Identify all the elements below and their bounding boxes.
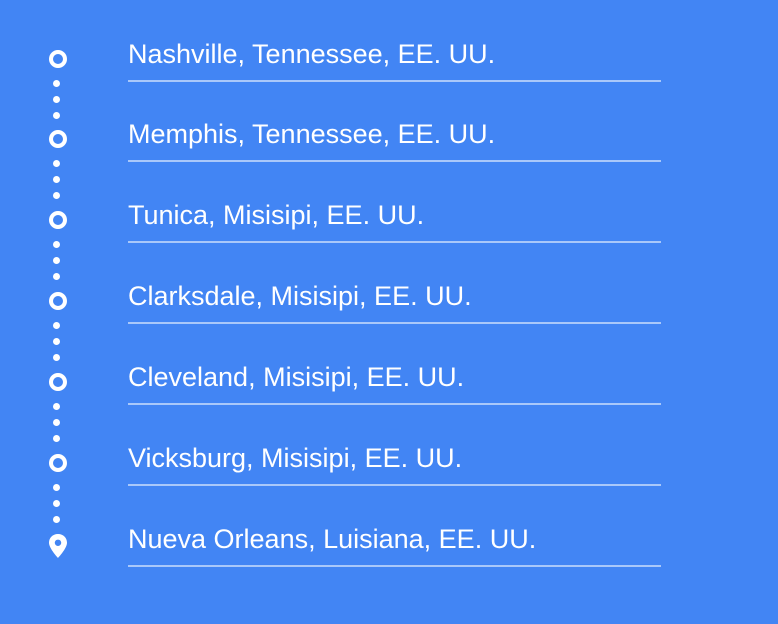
route-stop[interactable]: Cleveland, Misisipi, EE. UU.: [0, 362, 778, 451]
connector-dot: [53, 435, 60, 442]
stop-label: Cleveland, Misisipi, EE. UU.: [128, 362, 465, 392]
route-stop[interactable]: Tunica, Misisipi, EE. UU.: [0, 200, 778, 289]
connector-dot: [53, 322, 60, 329]
destination-pin-icon: [47, 533, 69, 558]
connector-dot: [53, 419, 60, 426]
stop-label: Tunica, Misisipi, EE. UU.: [128, 200, 425, 230]
stop-label: Nueva Orleans, Luisiana, EE. UU.: [128, 524, 537, 554]
waypoint-circle-icon: [47, 290, 69, 312]
connector-dot: [53, 257, 60, 264]
stop-label: Vicksburg, Misisipi, EE. UU.: [128, 443, 463, 473]
waypoint-circle-icon: [47, 371, 69, 393]
connector-dot: [53, 354, 60, 361]
route-stop[interactable]: Memphis, Tennessee, EE. UU.: [0, 119, 778, 208]
connector-dot: [53, 160, 60, 167]
connector-dot: [53, 80, 60, 87]
connector-dot: [53, 192, 60, 199]
connector-dot: [53, 338, 60, 345]
connector-dot: [53, 273, 60, 280]
connector-dot: [53, 484, 60, 491]
route-stop[interactable]: Vicksburg, Misisipi, EE. UU.: [0, 443, 778, 532]
stop-input-field[interactable]: Memphis, Tennessee, EE. UU.: [128, 115, 661, 162]
route-stop[interactable]: Nashville, Tennessee, EE. UU.: [0, 39, 778, 128]
route-stop[interactable]: Clarksdale, Misisipi, EE. UU.: [0, 281, 778, 370]
connector-dot: [53, 500, 60, 507]
connector-dot: [53, 516, 60, 523]
stop-label: Clarksdale, Misisipi, EE. UU.: [128, 281, 472, 311]
stop-input-field[interactable]: Nueva Orleans, Luisiana, EE. UU.: [128, 520, 661, 567]
stop-input-field[interactable]: Vicksburg, Misisipi, EE. UU.: [128, 439, 661, 486]
route-stop-destination[interactable]: Nueva Orleans, Luisiana, EE. UU.: [0, 524, 778, 613]
stop-label: Nashville, Tennessee, EE. UU.: [128, 39, 496, 69]
stop-input-field[interactable]: Tunica, Misisipi, EE. UU.: [128, 196, 661, 243]
stop-input-field[interactable]: Nashville, Tennessee, EE. UU.: [128, 35, 661, 82]
connector-dot: [53, 241, 60, 248]
connector-dot: [53, 96, 60, 103]
stop-label: Memphis, Tennessee, EE. UU.: [128, 119, 496, 149]
waypoint-circle-icon: [47, 48, 69, 70]
connector-dot: [53, 403, 60, 410]
connector-dot: [53, 112, 60, 119]
waypoint-circle-icon: [47, 209, 69, 231]
stop-input-field[interactable]: Cleveland, Misisipi, EE. UU.: [128, 358, 661, 405]
connector-dot: [53, 176, 60, 183]
waypoint-circle-icon: [47, 452, 69, 474]
stop-input-field[interactable]: Clarksdale, Misisipi, EE. UU.: [128, 277, 661, 324]
waypoint-circle-icon: [47, 128, 69, 150]
